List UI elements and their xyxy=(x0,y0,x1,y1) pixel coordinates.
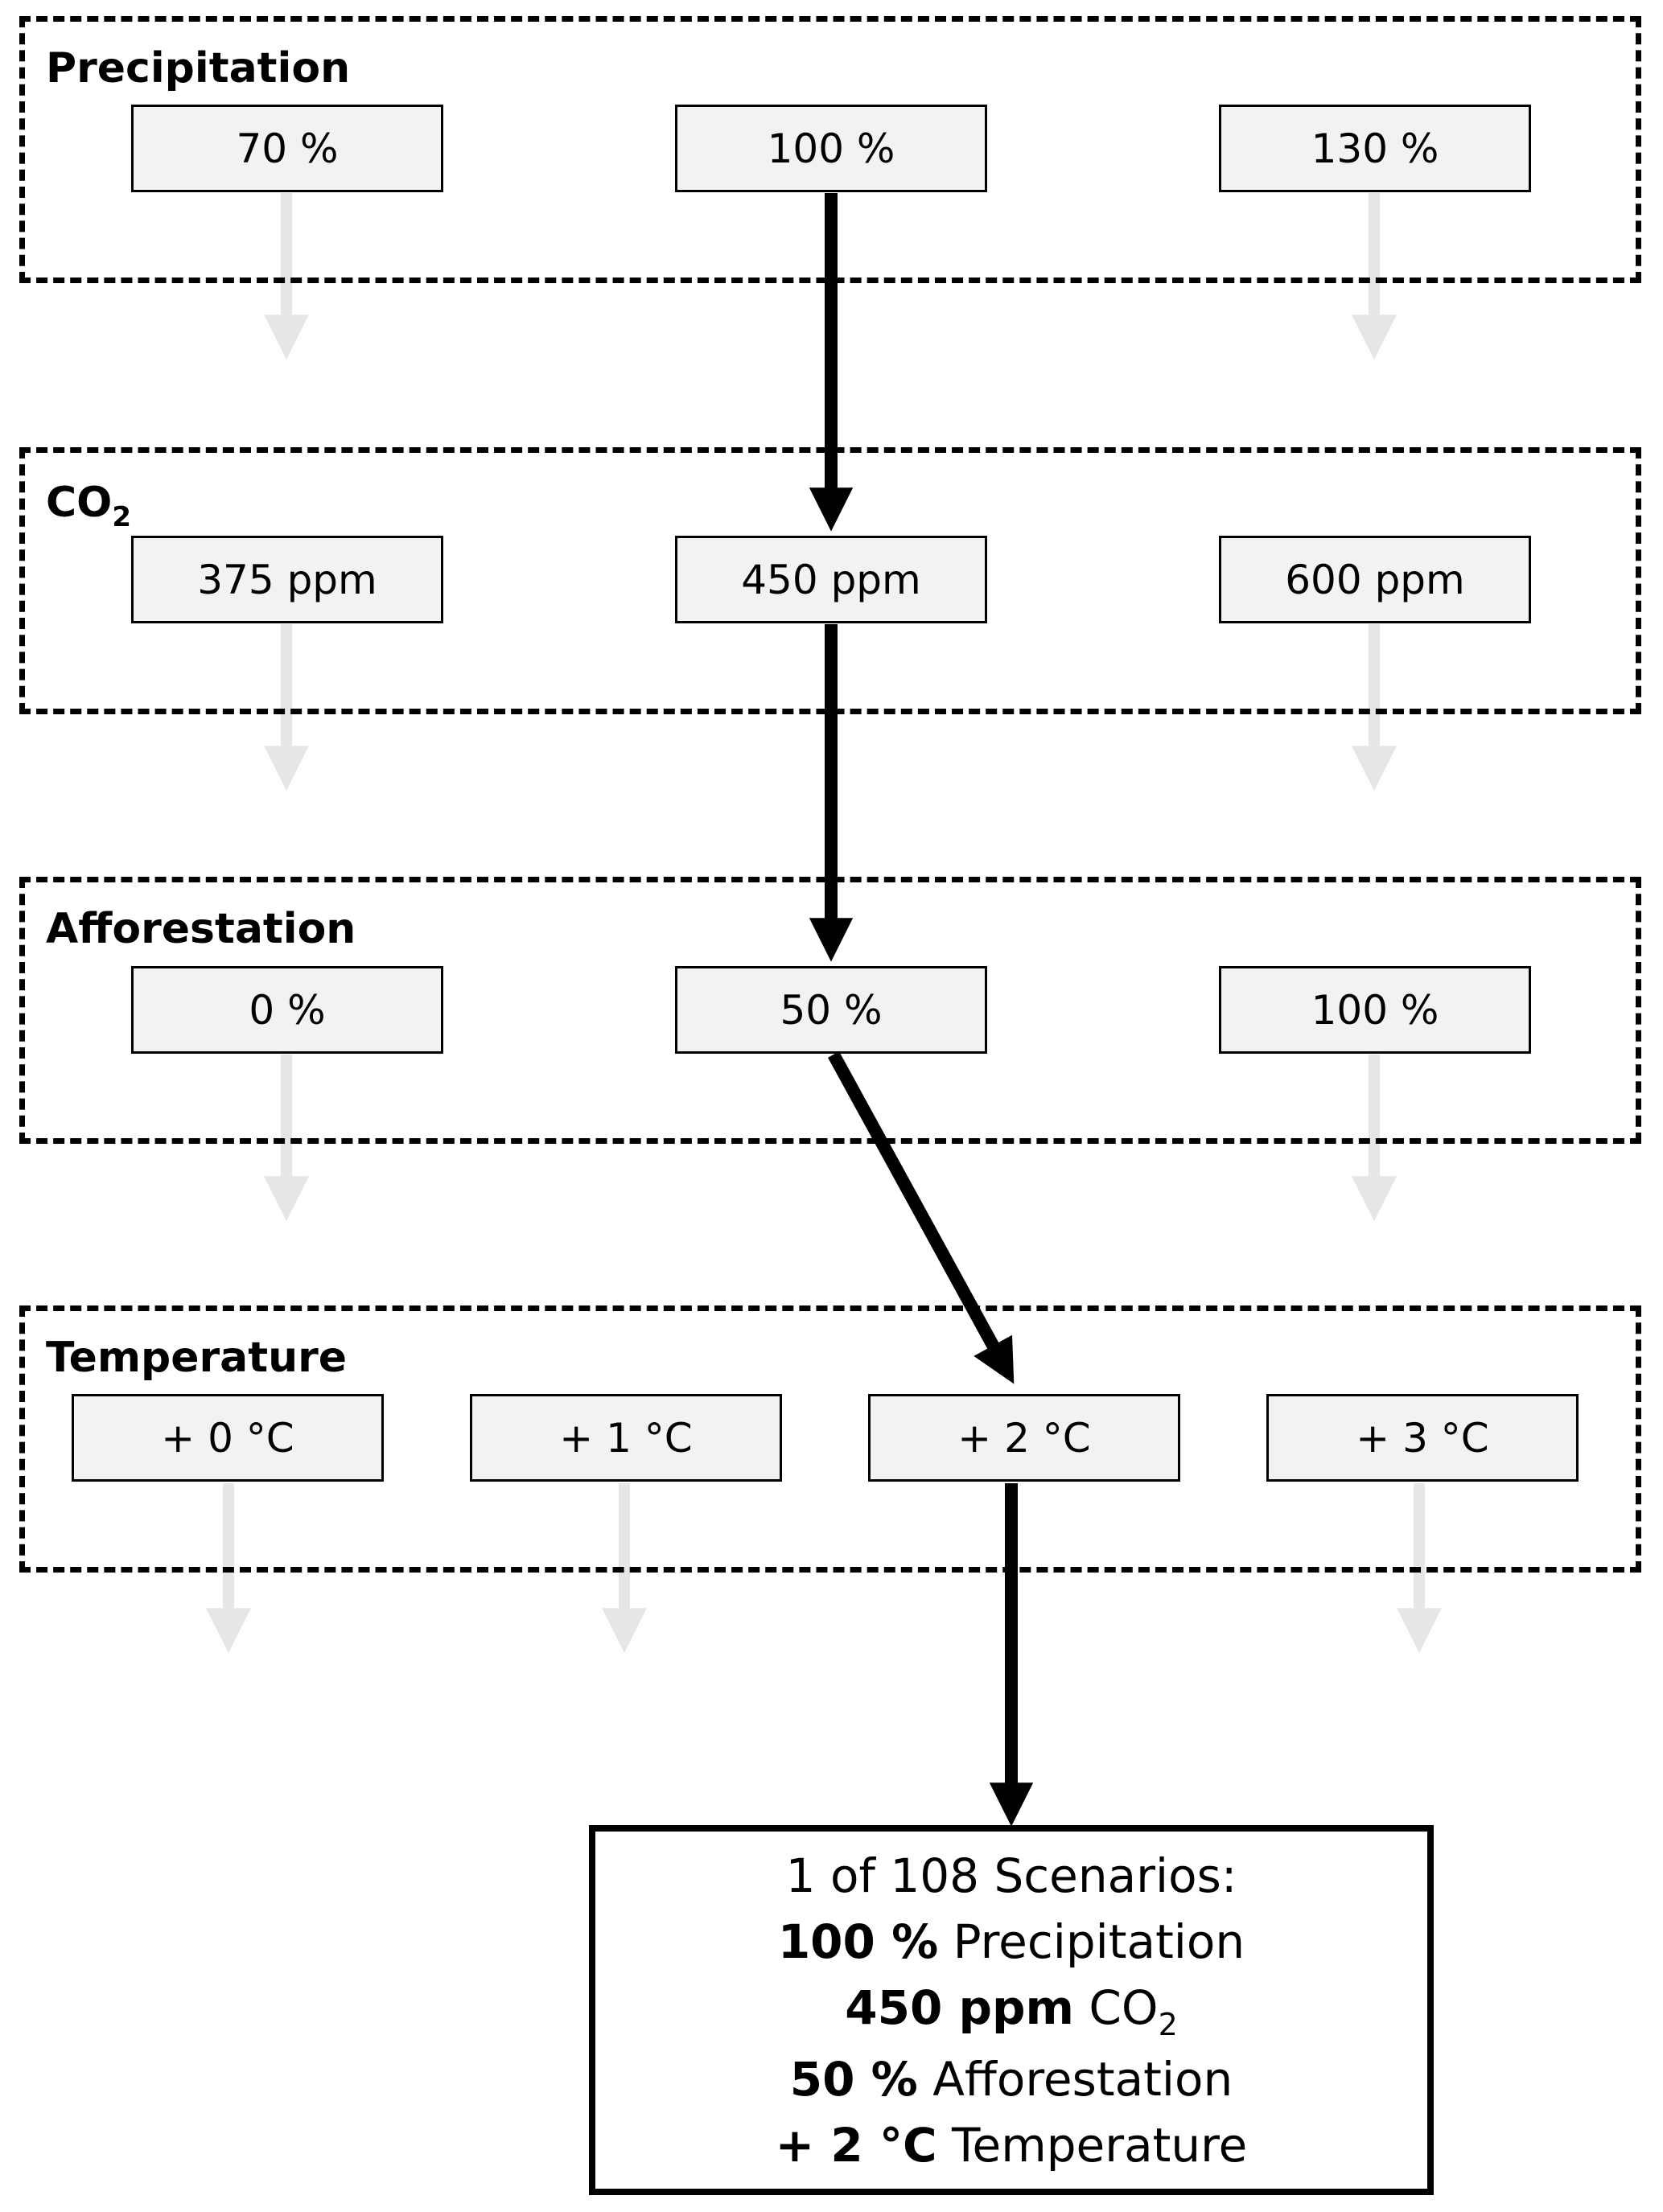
temperature-option-1: + 1 °C xyxy=(470,1394,782,1482)
co2-option-375: 375 ppm xyxy=(131,536,443,623)
co2-group: CO2 xyxy=(19,447,1641,714)
precipitation-title: Precipitation xyxy=(46,44,351,93)
scenario-line-afforestation: 50 % Afforestation xyxy=(789,2051,1233,2107)
scenario-result-box: 1 of 108 Scenarios: 100 % Precipitation … xyxy=(589,1825,1434,2195)
scenario-heading: 1 of 108 Scenarios: xyxy=(785,1848,1237,1903)
temperature-group: Temperature xyxy=(19,1305,1641,1573)
temperature-title: Temperature xyxy=(46,1334,348,1382)
scenario-line-precipitation: 100 % Precipitation xyxy=(777,1914,1245,1969)
afforestation-option-0: 0 % xyxy=(131,966,443,1054)
co2-option-450: 450 ppm xyxy=(675,536,987,623)
temperature-option-0: + 0 °C xyxy=(72,1394,384,1482)
precipitation-option-100: 100 % xyxy=(675,105,987,192)
temperature-option-2: + 2 °C xyxy=(868,1394,1180,1482)
selected-path-arrow xyxy=(827,1051,1015,1384)
afforestation-option-100: 100 % xyxy=(1219,966,1531,1054)
co2-option-600: 600 ppm xyxy=(1219,536,1531,623)
co2-title: CO2 xyxy=(46,479,132,533)
precipitation-group: Precipitation xyxy=(19,16,1641,283)
afforestation-group: Afforestation xyxy=(19,877,1641,1144)
precipitation-option-70: 70 % xyxy=(131,105,443,192)
scenario-line-co2: 450 ppm CO2 xyxy=(845,1980,1178,2042)
precipitation-option-130: 130 % xyxy=(1219,105,1531,192)
temperature-option-3: + 3 °C xyxy=(1266,1394,1579,1482)
afforestation-option-50: 50 % xyxy=(675,966,987,1054)
scenario-line-temperature: + 2 °C Temperature xyxy=(775,2117,1248,2173)
afforestation-title: Afforestation xyxy=(46,905,356,953)
